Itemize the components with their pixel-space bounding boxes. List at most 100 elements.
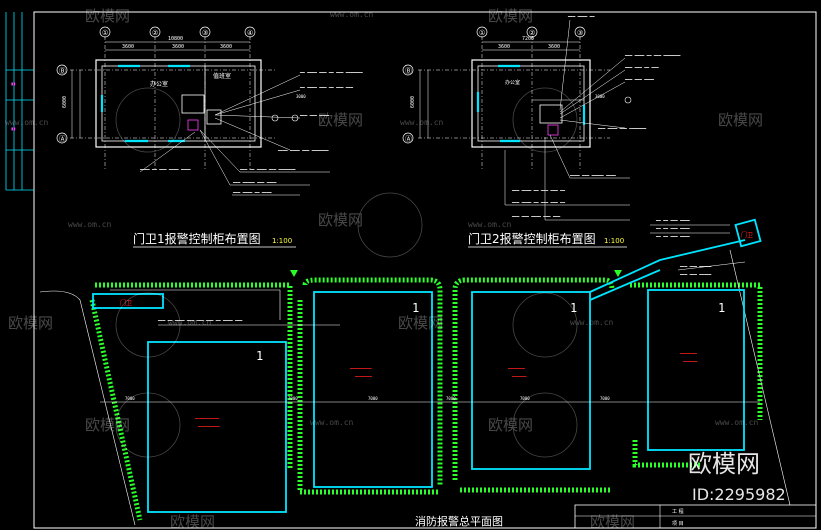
building-1 (147, 341, 287, 513)
svg-text:════ ═══ ═════ ════: ════ ═══ ═════ ════ (569, 173, 616, 178)
dimension-text: 3600 (498, 44, 510, 50)
watermark-site: www.om.cn (5, 118, 49, 127)
building-number: 1 (412, 301, 419, 315)
watermark-brand: 欧模网 (318, 111, 363, 129)
watermark-brand: 欧模网 (85, 416, 130, 434)
svg-text:▮▮: ▮▮ (11, 126, 15, 131)
dimension-text: 3600 (122, 44, 134, 50)
watermark-brand: 欧模网 (718, 111, 763, 129)
dimension-text: 7000 (288, 396, 298, 401)
plan-title: 消防报警总平面图 (415, 514, 503, 528)
dimension-text: 7000 (600, 396, 610, 401)
svg-text:══ ══ ═══ ════: ══ ══ ═══ ════ (655, 218, 690, 223)
dimension-text: 7000 (125, 396, 135, 401)
watermark-brand: 欧模网 (488, 7, 533, 25)
svg-text:═══ ════ ═══ ═══════: ═══ ════ ═══ ═══════ (597, 126, 647, 131)
svg-text:═════════: ═════════ (197, 424, 220, 429)
site-plan: 门卫 门卫 1 1 1 1 ══════════ ═════════ ═════… (39, 218, 791, 528)
plan-scale: 1:100 (272, 237, 292, 245)
svg-text:═══ ════ ══ ════: ═══ ════ ══ ════ (232, 190, 272, 195)
svg-text:═══ ══ ════ ═══ ═══════: ═══ ══ ════ ═══ ═══════ (239, 167, 296, 172)
watermark-brand: 欧模网 (590, 513, 635, 530)
building-number: 1 (570, 301, 577, 315)
svg-text:═══════: ═══════ (354, 374, 372, 379)
watermark-site: www.om.cn (310, 418, 354, 427)
svg-text:工 程: 工 程 (672, 508, 684, 515)
watermark-brand: 欧模网 (488, 416, 533, 434)
watermark-site: www.om.cn (570, 318, 614, 327)
gate-house-2 (734, 218, 762, 248)
room-label: 值班室 (213, 72, 231, 80)
axis-label: Ⓐ (405, 135, 412, 143)
building-2 (313, 291, 433, 488)
guardhouse-1-plan: ① ② ③ ④ Ⓑ Ⓐ 10800 3600 3600 3600 6000 办公… (56, 26, 363, 248)
plan-title: 门卫2报警控制柜布置图 (468, 231, 596, 246)
watermark-id: ID:2295982 (692, 485, 786, 504)
watermark-brand: 欧模网 (398, 314, 443, 332)
room-label: 办公室 (150, 80, 168, 88)
watermark-site: www.om.cn (468, 220, 512, 229)
axis-label: Ⓐ (59, 135, 66, 143)
svg-text:══════════: ══════════ (194, 416, 220, 421)
dimension-text: 3600 (220, 44, 232, 50)
axis-label: ② (152, 29, 158, 37)
guardhouse-2-plan: ① ② ③ Ⓑ Ⓐ 7200 3600 3600 6000 办公室 (402, 14, 681, 248)
building-number: 1 (718, 301, 725, 315)
svg-text:══ ════ ═══ ══ ═══ ═══: ══ ════ ═══ ══ ═══ ═══ (299, 85, 354, 90)
dimension-text: 3600 (548, 44, 560, 50)
svg-text:═══ ═══ ════: ═══ ═══ ════ (299, 113, 329, 118)
svg-text:项 目: 项 目 (672, 521, 684, 527)
svg-text:══ ════ ═══ ══ ═══ ═══════: ══ ════ ═══ ══ ═══ ═══════ (299, 70, 363, 75)
watermark-site: www.om.cn (330, 10, 374, 19)
axis-label: ① (102, 29, 108, 37)
svg-text:═══ ═══ ═════: ═══ ═══ ═════ (679, 264, 712, 269)
watermark-corner: 欧模网 ID:2295982 (688, 450, 786, 504)
dimension-text: 7000 (520, 396, 530, 401)
watermark-layer: 欧模网 欧模网 欧模网 欧模网 欧模网 欧模网 欧模网 欧模网 欧模网 欧模网 … (5, 7, 763, 530)
building-4 (647, 289, 745, 451)
watermark-brand: 欧模网 (85, 7, 130, 25)
axis-label: ③ (202, 29, 208, 37)
axis-label: ② (529, 29, 535, 37)
svg-text:══ ══ ═══ ════: ══ ══ ═══ ════ (655, 234, 690, 239)
svg-text:═══ ══ ════ ═══ ═══ ═══ ══ ═══: ═══ ══ ════ ═══ ═══ ═══ ══ ════ ═══ (157, 318, 243, 323)
svg-text:═══ ═══ ═════: ═══ ═══ ═════ (679, 272, 712, 277)
axis-label: ① (479, 29, 485, 37)
svg-text:═════════: ═════════ (349, 366, 372, 371)
watermark-site: www.om.cn (715, 418, 759, 427)
svg-text:3000: 3000 (595, 94, 605, 99)
dimension-text: 7000 (446, 396, 456, 401)
svg-text:══ ══ ═══ ════: ══ ══ ═══ ════ (655, 226, 690, 231)
svg-text:═══ ════ ══ ═══ ═══════: ═══ ════ ══ ═══ ═══════ (624, 53, 681, 58)
svg-text:3000: 3000 (296, 94, 306, 99)
drawing-frame: ▮▮ ▮▮ 工 程 项 目 (5, 11, 817, 529)
svg-text:═══ ════ ══: ═══ ════ ══ (567, 14, 595, 19)
svg-text:══════: ══════ (511, 374, 527, 379)
plan-scale: 1:100 (604, 237, 624, 245)
svg-text:════ ════ ═══ ═══════: ════ ════ ═══ ═══════ (277, 148, 329, 153)
axis-label: Ⓑ (59, 67, 66, 75)
axis-label: ④ (247, 29, 253, 37)
plan-title: 门卫1报警控制柜布置图 (133, 231, 261, 246)
dimension-text: 3600 (172, 44, 184, 50)
svg-text:═══ ═══ ══ ═══: ═══ ═══ ══ ═══ (624, 65, 659, 70)
dimension-text: 10800 (168, 36, 183, 42)
watermark-brand: 欧模网 (318, 211, 363, 229)
svg-text:═══ ═══ ════: ═══ ═══ ════ (624, 77, 654, 82)
svg-text:══════: ══════ (682, 359, 698, 364)
svg-text:═══ ════ ══ ═══ ═══ ══: ═══ ════ ══ ═══ ═══ ══ (511, 188, 566, 193)
dimension-text: 6000 (410, 96, 416, 108)
watermark-site: www.om.cn (400, 118, 444, 127)
watermark-brand: 欧模网 (170, 513, 215, 530)
axis-label: ③ (577, 29, 583, 37)
building-number: 1 (256, 349, 263, 363)
svg-text:▮▮: ▮▮ (11, 81, 15, 86)
gate-house-1 (92, 293, 164, 309)
watermark-brand-large: 欧模网 (688, 450, 760, 478)
axis-label: Ⓑ (405, 67, 412, 75)
watermark-brand: 欧模网 (8, 314, 53, 332)
gate-label: 门卫 (741, 231, 753, 239)
svg-text:═══════: ═══════ (507, 366, 525, 371)
svg-text:═══ ═════ ═══ ════: ═══ ═════ ═══ ════ (232, 180, 277, 185)
